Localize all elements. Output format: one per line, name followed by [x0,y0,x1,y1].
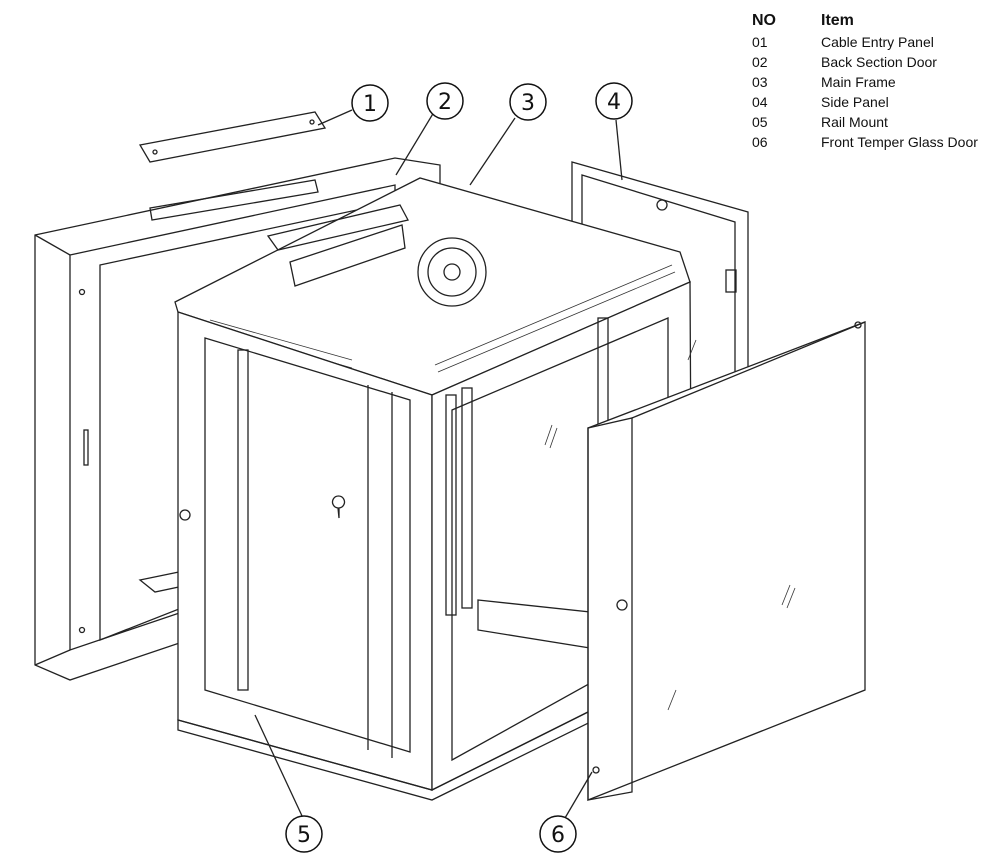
callout-5: 5 [285,815,323,853]
parts-legend: NO Item 01 Cable Entry Panel 02 Back Sec… [748,12,993,152]
legend-row: 01 Cable Entry Panel [748,32,993,52]
legend-item: Main Frame [821,74,896,90]
legend-header-no: NO [752,12,776,29]
front-glass-door [544,321,866,801]
legend-item: Cable Entry Panel [821,34,934,50]
legend-no: 04 [752,94,768,110]
legend-item: Front Temper Glass Door [821,134,978,150]
svg-text:5: 5 [297,823,311,848]
legend-item: Back Section Door [821,54,937,70]
leader-lines [254,109,623,819]
legend-row: 04 Side Panel [748,92,993,112]
legend-item: Rail Mount [821,114,888,130]
svg-text:3: 3 [521,91,535,116]
legend-row: 05 Rail Mount [748,112,993,132]
legend-header-item: Item [821,12,854,29]
legend-header: NO Item [748,12,993,32]
legend-no: 05 [752,114,768,130]
legend-row: 06 Front Temper Glass Door [748,132,993,152]
svg-text:1: 1 [363,92,377,117]
svg-text:4: 4 [607,90,621,115]
legend-item: Side Panel [821,94,889,110]
legend-no: 01 [752,34,768,50]
legend-no: 03 [752,74,768,90]
legend-row: 02 Back Section Door [748,52,993,72]
callout-2: 2 [426,82,464,120]
legend-row: 03 Main Frame [748,72,993,92]
callout-1: 1 [351,84,389,122]
callout-3: 3 [509,83,547,121]
callout-4: 4 [595,82,633,120]
cable-entry-panel [138,111,327,163]
legend-no: 02 [752,54,768,70]
legend-no: 06 [752,134,768,150]
svg-text:2: 2 [438,90,452,115]
svg-text:6: 6 [551,823,565,848]
callout-6: 6 [539,815,577,853]
